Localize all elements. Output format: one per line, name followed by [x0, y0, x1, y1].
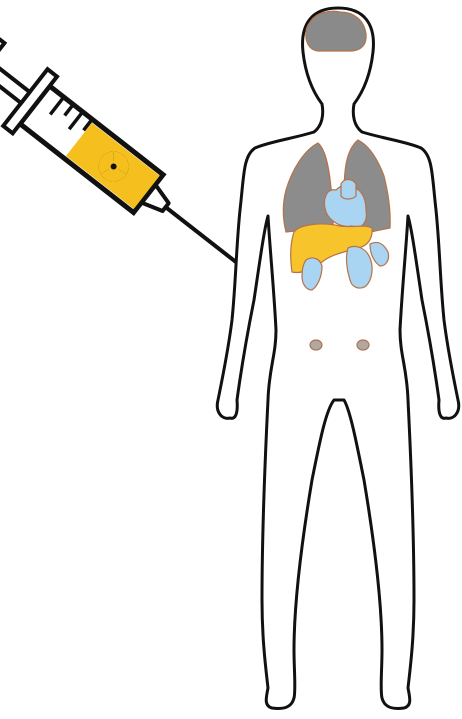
brain	[306, 11, 366, 51]
syringe-plunger-rod	[0, 61, 30, 103]
body-outline	[217, 8, 458, 709]
syringe	[0, 30, 263, 295]
kidney-left	[310, 340, 322, 350]
kidney-right	[357, 340, 369, 350]
syringe-needle	[165, 206, 241, 266]
heart-vessel	[341, 180, 356, 200]
